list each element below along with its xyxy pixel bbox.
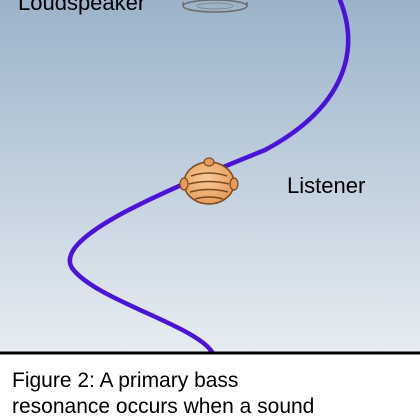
- caption-line-1: Figure 2: A primary bass: [12, 369, 239, 392]
- figure-caption: Figure 2: A primary bass resonance occur…: [12, 368, 416, 420]
- standing-wave-curve: [67, 0, 351, 355]
- room-svg: [0, 0, 420, 355]
- listener-label: Listener: [287, 173, 366, 198]
- loudspeaker-icon: [182, 0, 248, 13]
- loudspeaker-label: Loudspeaker: [18, 0, 146, 15]
- caption-line-2: resonance occurs when a sound: [12, 395, 315, 418]
- listener-head-icon: [179, 157, 239, 205]
- room-diagram: Loudspeaker Listener: [0, 0, 420, 355]
